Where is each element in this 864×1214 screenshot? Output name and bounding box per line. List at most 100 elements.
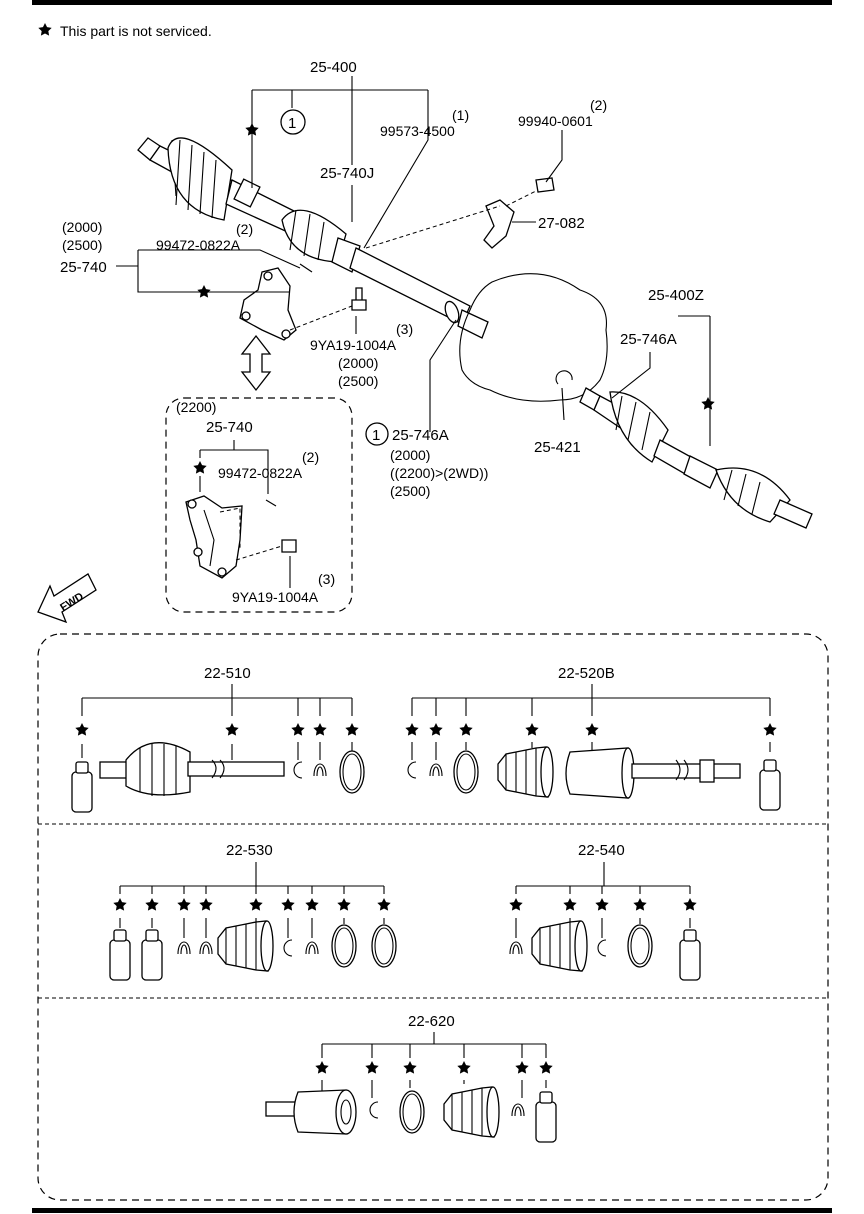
kits-box — [37, 633, 829, 1201]
fwd-arrow-icon: FWD — [37, 573, 97, 624]
kit-530-spring — [199, 941, 213, 955]
variant-stud-number: 99472-0822A — [218, 465, 303, 481]
kit-530-clamp — [371, 924, 397, 968]
right-driveshaft — [579, 387, 813, 529]
star-icon — [199, 898, 213, 911]
seal-marker-circle — [365, 422, 389, 446]
star-icon — [145, 898, 159, 911]
ref-marker-text: 1 — [288, 115, 296, 132]
variant-grade: (2200) — [176, 399, 216, 415]
kit-620-clip — [369, 1101, 379, 1119]
kit-530-boot — [217, 920, 274, 972]
kit-540-leaders — [515, 862, 691, 938]
star-icon — [365, 1061, 379, 1074]
clip-27-082 — [483, 199, 515, 249]
right-seal-number: 25-746A — [620, 331, 677, 348]
kit-510-clamp — [339, 750, 365, 794]
kit-530-leaders — [119, 862, 385, 938]
transmission-case — [459, 273, 608, 402]
star-icon — [315, 1061, 329, 1074]
grease-tube — [141, 929, 163, 981]
kit-520-clip — [407, 761, 417, 779]
star-icon — [377, 898, 391, 911]
seal-grade-3: (2500) — [390, 483, 430, 499]
kit-540-clip — [597, 939, 607, 957]
bracket-grade-2: (2500) — [62, 237, 102, 253]
variant-bolt-qty: (3) — [318, 571, 335, 587]
variant-2200-box — [165, 397, 353, 613]
bolt-main — [351, 287, 367, 311]
main-leaders — [116, 76, 711, 446]
star-icon — [459, 723, 473, 736]
kit-520-housing — [565, 747, 741, 799]
kit-510-shaft — [99, 742, 285, 796]
star-icon — [633, 898, 647, 911]
kit-530-clip — [283, 939, 293, 957]
star-icon — [763, 723, 777, 736]
star-icon — [595, 898, 609, 911]
kit-530-clamp — [331, 924, 357, 968]
variant-leaders — [199, 440, 291, 588]
washer-number: 99940-0601 — [518, 113, 593, 129]
grease-tube — [109, 929, 131, 981]
kit-620-boot — [443, 1086, 500, 1138]
star-icon — [177, 898, 191, 911]
star-icon — [405, 723, 419, 736]
kit-510-spring — [313, 763, 327, 777]
star-icon — [585, 723, 599, 736]
star-icon — [337, 898, 351, 911]
snap-ring — [555, 370, 573, 385]
kit-530-spring — [305, 941, 319, 955]
star-icon — [701, 397, 715, 410]
bolt-2200 — [281, 539, 297, 553]
shaft-number: 25-400 — [310, 59, 357, 76]
seal-grade-2: ((2200)>(2WD)) — [390, 465, 488, 481]
grease-tube — [679, 929, 701, 981]
kit-620-spring — [511, 1103, 525, 1117]
stud-main — [299, 263, 313, 273]
star-icon — [225, 723, 239, 736]
bolt2-grade-1: (2000) — [338, 355, 378, 371]
washer — [535, 177, 555, 193]
star-icon — [281, 898, 295, 911]
star-icon — [525, 723, 539, 736]
seal-grade-1: (2000) — [390, 447, 430, 463]
kit-530-spring — [177, 941, 191, 955]
variant-arrow-icon — [240, 334, 272, 392]
kit-520-clamp — [453, 750, 479, 794]
legend-star-icon — [38, 23, 52, 36]
star-icon — [345, 723, 359, 736]
kit-520-boot — [497, 746, 554, 798]
star-icon — [305, 898, 319, 911]
left-driveshaft — [137, 137, 489, 339]
kit-520-spring — [429, 763, 443, 777]
kit-520-leaders — [411, 684, 771, 760]
kit-510-number: 22-510 — [204, 665, 251, 682]
bracket-number: 25-740 — [60, 259, 107, 276]
ref-marker-circle — [280, 109, 306, 135]
bracket-main — [239, 267, 297, 341]
grease-tube — [759, 759, 781, 811]
bracket-grade-1: (2000) — [62, 219, 102, 235]
stud-qty: (2) — [236, 221, 253, 237]
seal-marker-text: 1 — [372, 427, 380, 444]
star-icon — [291, 723, 305, 736]
kit-620-housing — [265, 1089, 357, 1135]
star-icon — [197, 285, 211, 298]
kit-510-leaders — [81, 684, 353, 760]
star-icon — [429, 723, 443, 736]
kit-540-number: 22-540 — [578, 842, 625, 859]
variant-bracket-number: 25-740 — [206, 419, 253, 436]
clip-number: 27-082 — [538, 215, 585, 232]
snap-ring-number: 25-421 — [534, 439, 581, 456]
kit-510-clip — [293, 761, 303, 779]
variant-stud-qty: (2) — [302, 449, 319, 465]
star-icon — [509, 898, 523, 911]
star-icon — [249, 898, 263, 911]
star-icon — [75, 723, 89, 736]
bolt-qty: (1) — [452, 107, 469, 123]
grease-tube — [71, 761, 93, 813]
bolt2-qty: (3) — [396, 321, 413, 337]
kit-540-spring — [509, 941, 523, 955]
bolt2-grade-2: (2500) — [338, 373, 378, 389]
